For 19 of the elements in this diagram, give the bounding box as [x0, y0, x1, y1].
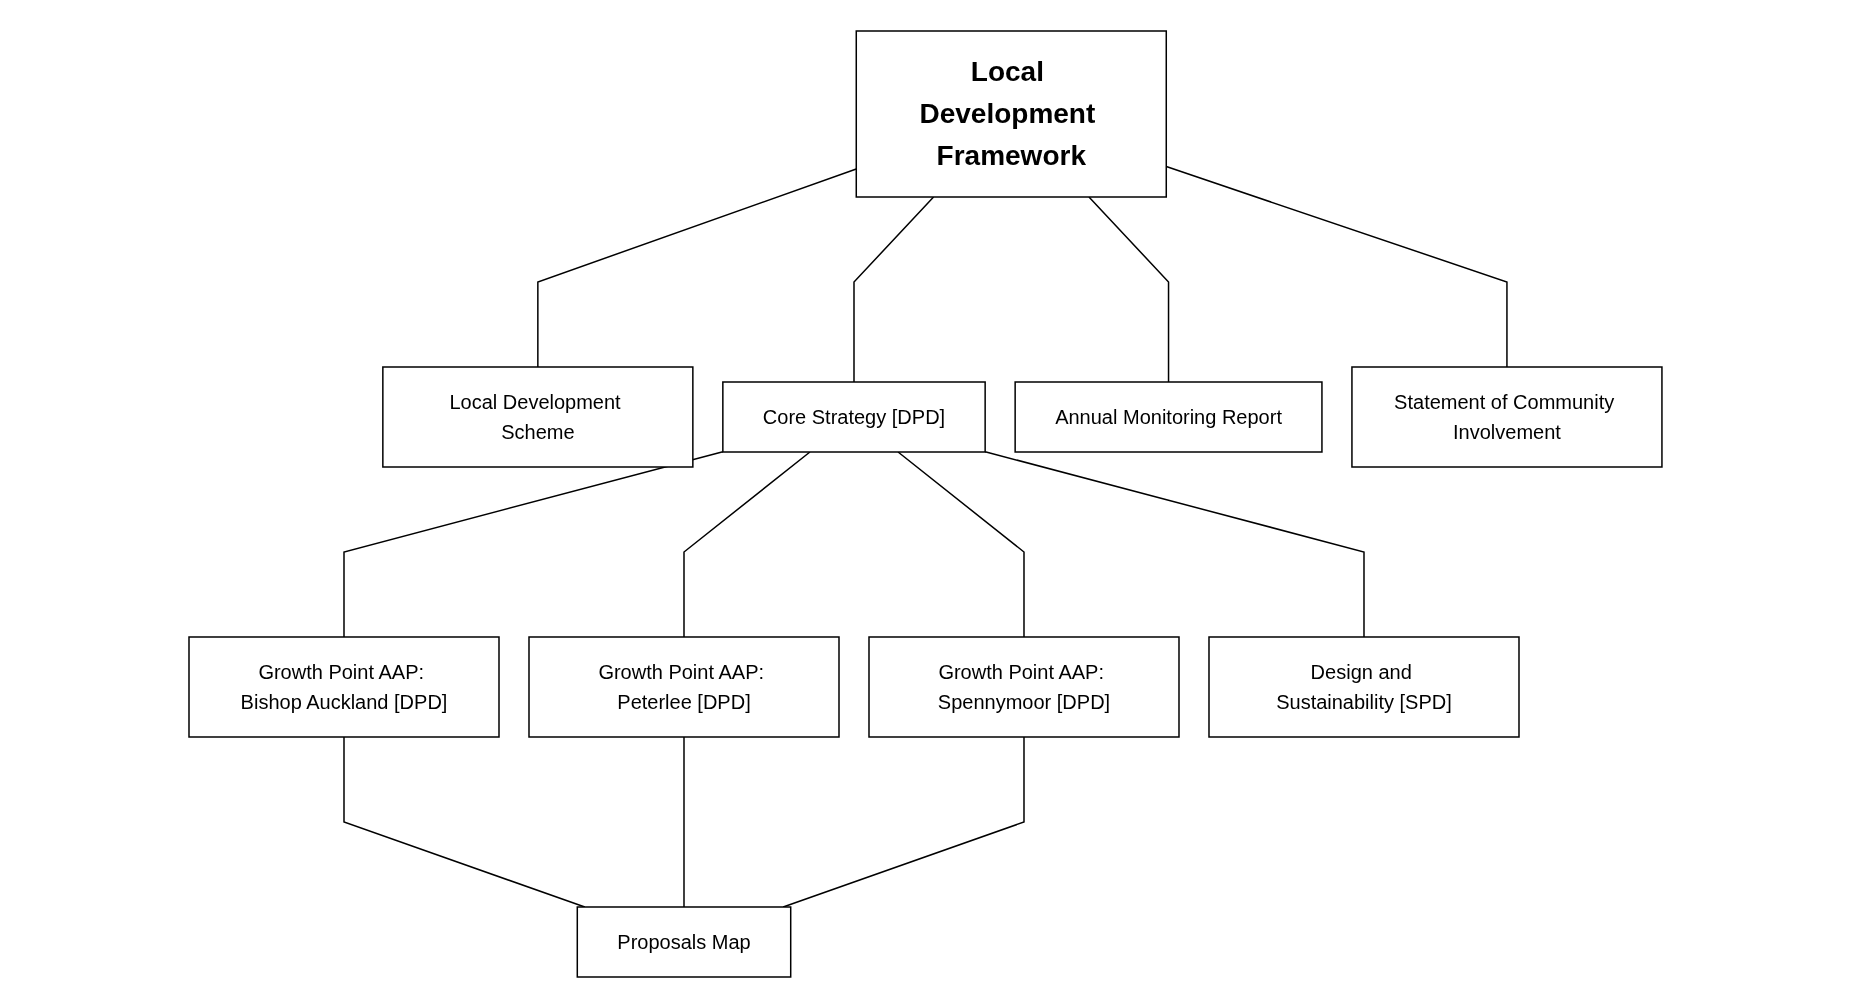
connector — [683, 451, 811, 638]
connector — [1088, 196, 1170, 383]
connector — [782, 736, 1025, 908]
node-box: Design and Sustainability [SPD] — [1208, 636, 1520, 738]
connector — [853, 196, 935, 383]
node-box: Growth Point AAP: Spennymoor [DPD] — [868, 636, 1180, 738]
node-box: Local Development Framework — [855, 30, 1168, 198]
node-box: Annual Monitoring Report — [1014, 381, 1323, 453]
node-box: Core Strategy [DPD] — [722, 381, 986, 453]
connector — [343, 450, 724, 638]
connector — [683, 736, 685, 908]
connector — [343, 736, 586, 908]
node-box: Proposals Map — [576, 906, 792, 978]
node-box: Statement of Community Involvement — [1351, 366, 1663, 468]
node-box: Local Development Scheme — [382, 366, 694, 468]
node-box: Growth Point AAP: Bishop Auckland [DPD] — [188, 636, 500, 738]
node-box: Growth Point AAP: Peterlee [DPD] — [528, 636, 840, 738]
connector — [897, 451, 1025, 638]
connector — [984, 450, 1365, 638]
